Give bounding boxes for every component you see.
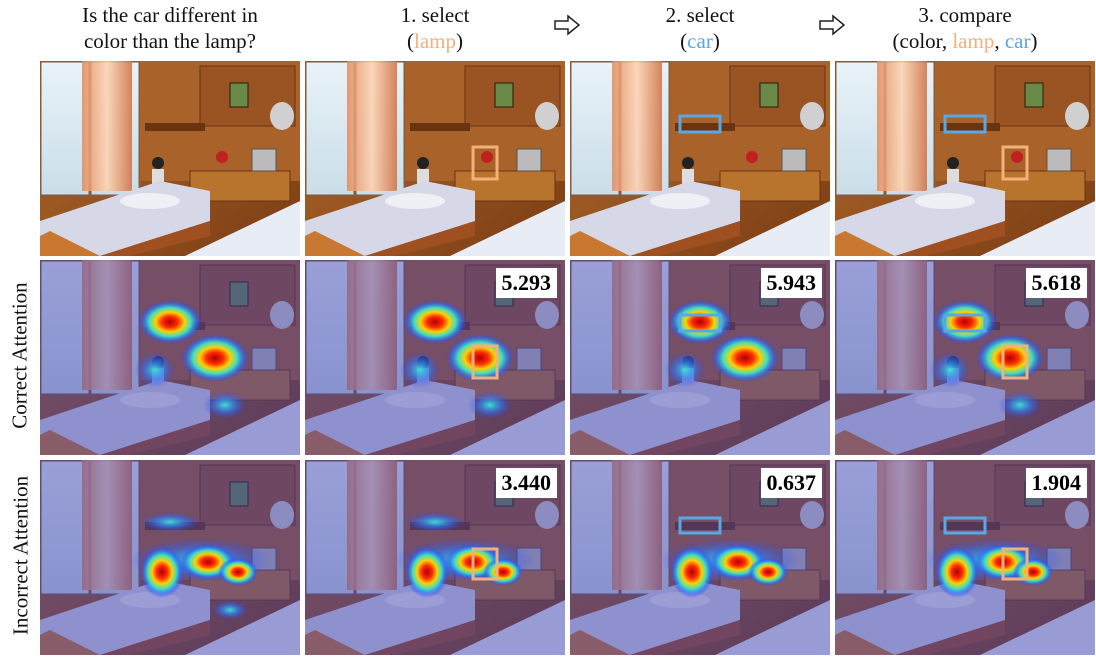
step3-header: 3. compare (color, lamp, car) [835, 2, 1095, 54]
step1-title: 1. select [400, 3, 470, 27]
step2-header: 2. select (car) [570, 2, 830, 54]
score-badge: 0.637 [760, 468, 822, 498]
score-badge: 1.904 [1025, 468, 1087, 498]
heatmap-correct-question [40, 260, 300, 455]
step1-arg: (lamp) [305, 28, 565, 54]
paren-close: ) [712, 29, 720, 53]
image-step3-compare [835, 61, 1095, 256]
score-badge: 3.440 [495, 468, 557, 498]
lamp-keyword: lamp [414, 29, 456, 53]
score-badge: 5.293 [495, 268, 557, 298]
score-badge: 5.618 [1025, 268, 1087, 298]
step2-arg: (car) [570, 28, 830, 54]
question-line2: color than the lamp? [83, 29, 257, 53]
compare-prefix: (color, [892, 29, 953, 53]
image-step1-select-lamp [305, 61, 565, 256]
car-bounding-box [943, 114, 987, 134]
car-keyword: car [687, 29, 713, 53]
heatmap-incorrect-step2: 0.637 [570, 460, 830, 655]
heatmap-correct-step3: 5.618 [835, 260, 1095, 455]
heatmap-incorrect-step1: 3.440 [305, 460, 565, 655]
heatmap-correct-step1: 5.293 [305, 260, 565, 455]
right-arrow-icon [819, 14, 845, 36]
row-label-correct: Correct Attention [7, 282, 32, 429]
row-label-incorrect: Incorrect Attention [8, 475, 33, 636]
heatmap-incorrect-question [40, 460, 300, 655]
step2-title: 2. select [665, 3, 735, 27]
image-question [40, 61, 300, 256]
question-line1: Is the car different in [82, 3, 258, 27]
step1-header: 1. select (lamp) [305, 2, 565, 54]
paren-open: ( [407, 29, 414, 53]
score-badge: 5.943 [760, 268, 822, 298]
heatmap-correct-step2: 5.943 [570, 260, 830, 455]
paren-close: ) [456, 29, 463, 53]
car-bounding-box [678, 114, 722, 134]
car-keyword: car [1004, 29, 1031, 53]
lamp-bounding-box [471, 145, 499, 181]
lamp-bounding-box [1001, 145, 1029, 181]
question-header: Is the car different in color than the l… [40, 2, 300, 54]
image-step2-select-car [570, 61, 830, 256]
lamp-keyword: lamp [952, 29, 995, 53]
comma-sep: , [994, 29, 1005, 53]
step3-title: 3. compare [918, 3, 1012, 27]
heatmap-incorrect-step3: 1.904 [835, 460, 1095, 655]
paren-close: ) [1030, 29, 1038, 53]
right-arrow-icon [554, 14, 580, 36]
paren-open: ( [680, 29, 688, 53]
step3-arg: (color, lamp, car) [835, 28, 1095, 54]
